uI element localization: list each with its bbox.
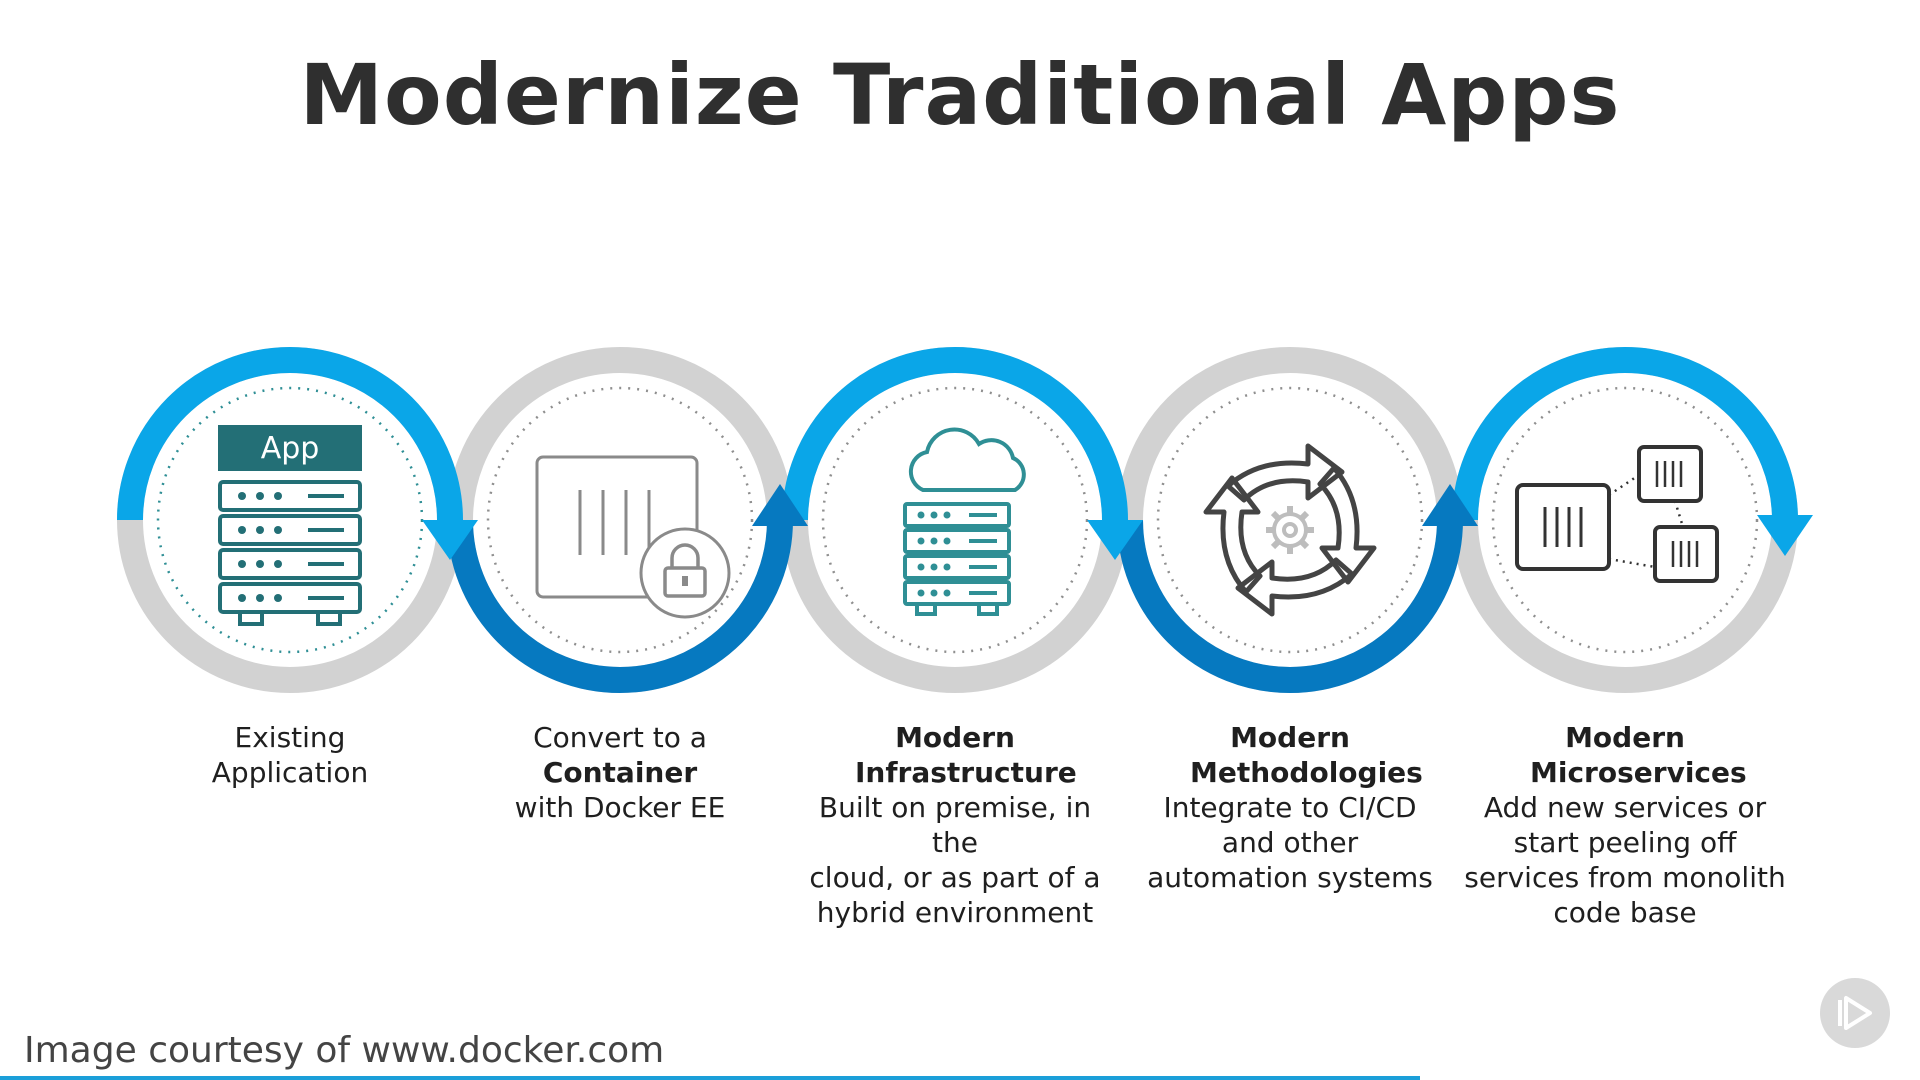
- step-3-line-1: Built on premise, in the: [818, 791, 1092, 859]
- dotted-ring-4: [1156, 386, 1424, 654]
- arc-bottom-4: [1117, 519, 1463, 693]
- arrow-up-4: [1422, 484, 1478, 526]
- blue-arcs: [117, 347, 1798, 693]
- step-4-line-3: automation systems: [1147, 861, 1433, 894]
- arrow-down-1: [422, 520, 478, 560]
- image-credit: Image courtesy of www.docker.com: [24, 1030, 665, 1071]
- step-3-bold: Modern Infrastructure: [855, 721, 1077, 789]
- dotted-ring-5: [1491, 386, 1759, 654]
- play-button[interactable]: [1820, 978, 1890, 1048]
- arc-top-5: [1452, 347, 1798, 521]
- step-2-line-1: with Docker EE: [514, 791, 726, 824]
- step-5-line-2: start peeling off: [1513, 826, 1737, 859]
- step-2-bold: Container: [542, 756, 698, 789]
- step-5-bold: Modern Microservices: [1530, 721, 1747, 789]
- arrow-up-2: [752, 484, 808, 526]
- step-1-line-2: Application: [211, 756, 369, 789]
- cycle-gear-icon: [1203, 443, 1377, 617]
- slide-title: Modernize Traditional Apps: [299, 46, 1621, 144]
- gray-rings: [117, 347, 1798, 693]
- dotted-ring-2: [486, 386, 754, 654]
- locked-container-icon: [535, 455, 731, 619]
- arrow-down-5: [1757, 515, 1813, 556]
- play-icon: [1838, 996, 1872, 1030]
- arrow-heads: [422, 484, 1813, 560]
- arrow-down-3: [1087, 520, 1143, 560]
- app-server-icon: App: [218, 425, 362, 626]
- app-badge-text: App: [261, 431, 320, 466]
- step-5-line-1: Add new services or: [1483, 791, 1767, 824]
- arc-top-3: [782, 347, 1128, 521]
- step-label-5: Modern Microservices Add new services or…: [1460, 720, 1790, 930]
- step-5-line-4: code base: [1553, 896, 1697, 929]
- microservices-icon: [1515, 445, 1719, 583]
- step-1-line-1: Existing: [234, 721, 346, 754]
- step-4-line-2: and other: [1221, 826, 1359, 859]
- step-label-3: Modern Infrastructure Built on premise, …: [795, 720, 1115, 930]
- step-2-top: Convert to a: [533, 721, 707, 754]
- step-label-1: Existing Application: [130, 720, 450, 790]
- step-label-4: Modern Methodologies Integrate to CI/CD …: [1130, 720, 1450, 895]
- progress-underline: [0, 1076, 1420, 1080]
- arc-bottom-2: [447, 519, 793, 693]
- arc-top-1: [117, 347, 463, 521]
- step-3-line-3: hybrid environment: [816, 896, 1094, 929]
- step-5-line-3: services from monolith: [1464, 861, 1786, 894]
- step-3-line-2: cloud, or as part of a: [809, 861, 1101, 894]
- step-4-bold: Modern Methodologies: [1190, 721, 1423, 789]
- cloud-server-icon: [903, 427, 1026, 616]
- step-label-2: Convert to a Container with Docker EE: [460, 720, 780, 825]
- step-4-line-1: Integrate to CI/CD: [1163, 791, 1417, 824]
